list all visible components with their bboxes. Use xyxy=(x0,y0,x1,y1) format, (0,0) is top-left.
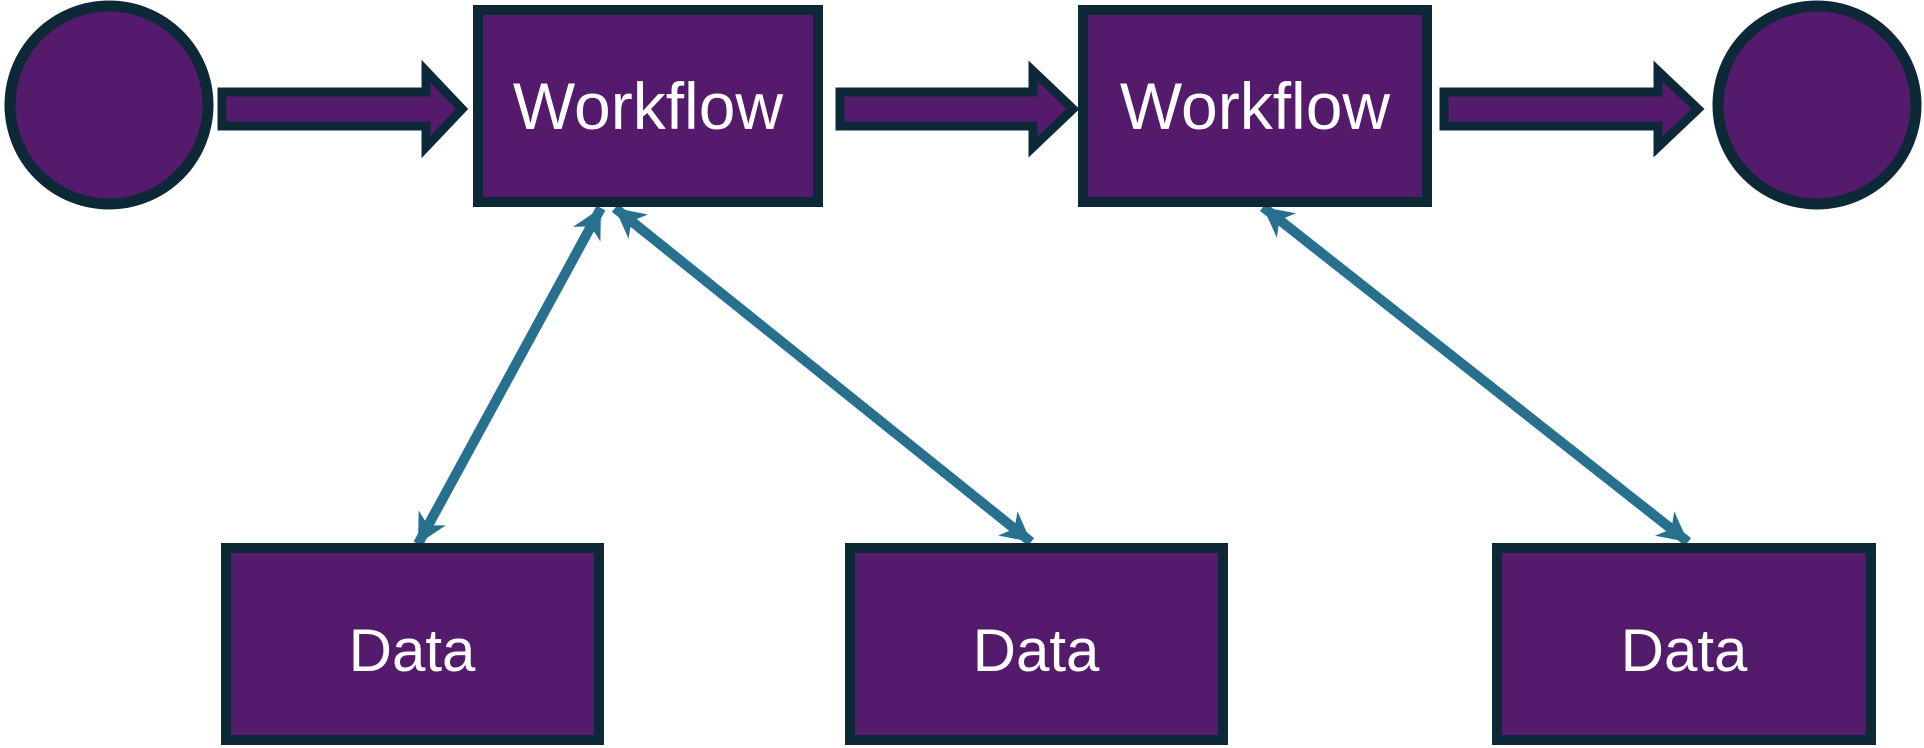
connector-workflow1-data2 xyxy=(611,204,1035,546)
workflow-1-label: Workflow xyxy=(513,69,783,143)
data-1-label: Data xyxy=(349,617,476,684)
data-3-node xyxy=(1492,543,1876,745)
data-2-node xyxy=(845,543,1228,745)
connector-workflow2-data3 xyxy=(1259,203,1692,546)
block-arrow-workflow1-to-workflow2 xyxy=(835,60,1080,158)
block-arrow-workflow2-to-end xyxy=(1439,60,1705,158)
data-3-label: Data xyxy=(1621,617,1748,684)
block-arrow-start-to-workflow1 xyxy=(217,59,469,159)
data-2-label: Data xyxy=(973,617,1100,684)
workflow-2-node xyxy=(1078,5,1432,207)
data-1-node xyxy=(221,543,604,745)
connector-workflow1-data1 xyxy=(413,205,606,547)
end-terminator-node xyxy=(1712,0,1922,210)
workflow-1-node xyxy=(473,5,823,207)
workflow-2-label: Workflow xyxy=(1120,69,1390,143)
start-terminator-node xyxy=(4,0,214,210)
